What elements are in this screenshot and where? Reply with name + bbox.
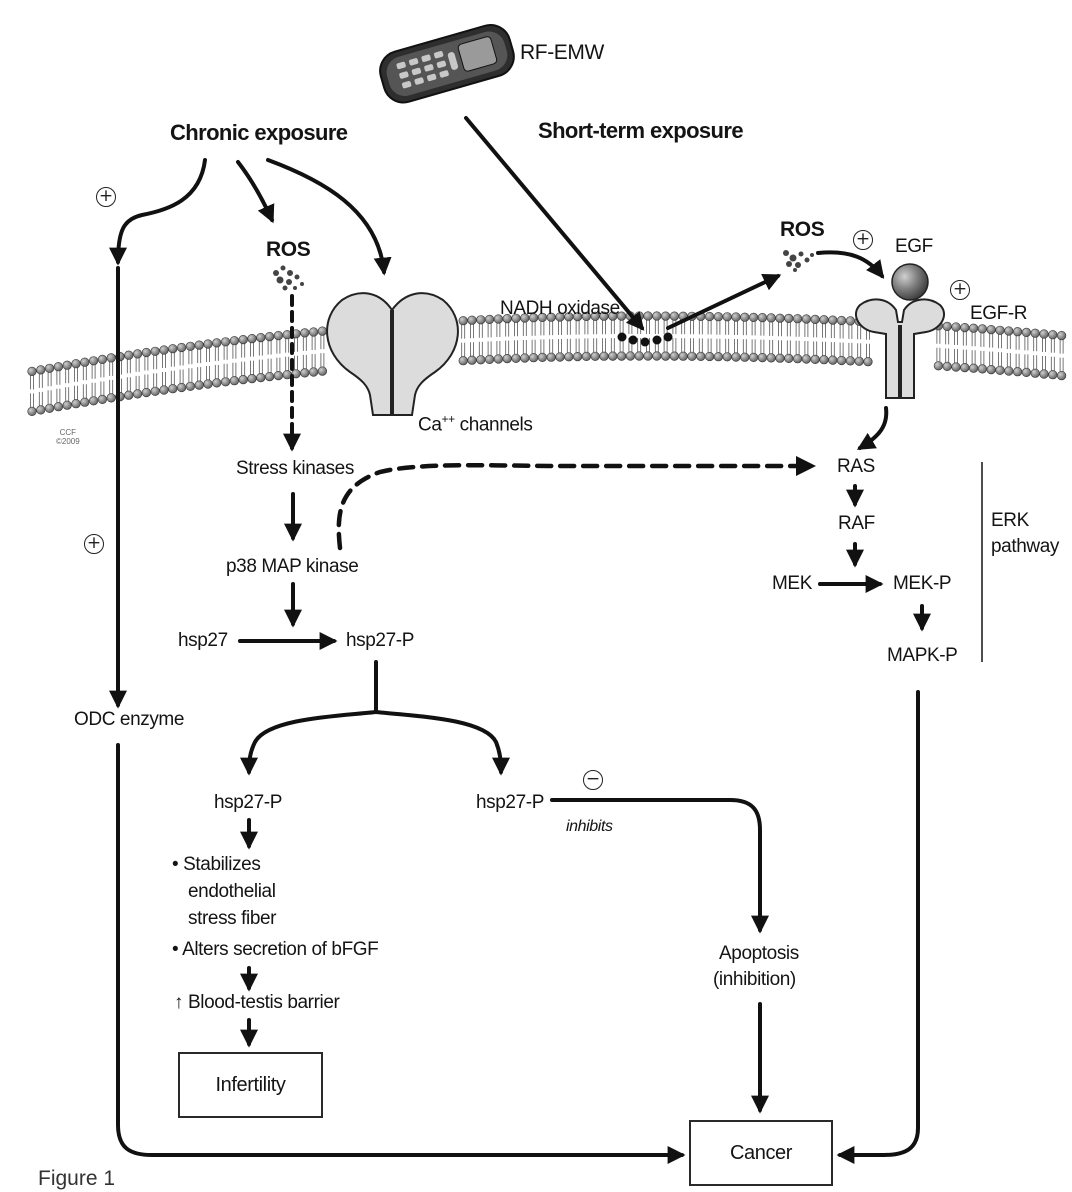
mek-label: MEK [772,573,812,594]
stabilizes-line-1: • Stabilizes [172,854,261,875]
plus-sign-icon: + [96,187,116,207]
mobile-phone-icon [379,24,515,104]
mek-p-label: MEK-P [893,573,952,594]
ros-chronic-label: ROS [266,238,311,261]
plus-sign-icon: + [950,280,970,300]
hsp27-p-right-label: hsp27-P [476,792,544,813]
arrow-mapk-to-cancer [836,690,920,1164]
copyright-mark: CCF©2009 [56,428,80,446]
p38-map-kinase-label: p38 MAP kinase [226,556,359,577]
nadh-oxidase-label: NADH oxidase [500,298,620,319]
ras-label: RAS [837,456,875,477]
cancer-box: Cancer [689,1120,833,1186]
odc-enzyme-label: ODC enzyme [74,709,185,730]
ros-particles-chronic-icon [273,265,304,291]
arrow-chronic-to-left [109,158,207,266]
figure-caption: Figure 1 [38,1167,116,1190]
arrow-egfr-to-ras [856,406,889,450]
apoptosis-label-line-1: Apoptosis [719,943,799,964]
rf-emw-label: RF-EMW [520,41,604,64]
short-term-exposure-label: Short-term exposure [538,118,744,143]
ros-short-term-label: ROS [780,218,825,241]
hsp27-p-left-label: hsp27-P [214,792,282,813]
erk-pathway-label-line-2: pathway [991,536,1059,557]
arrow-branch-right [374,710,510,776]
mapk-p-label: MAPK-P [887,645,958,666]
alters-secretion-label: • Alters secretion of bFGF [172,939,379,960]
arrow-odc-to-cancer [116,743,686,1164]
arrow-chronic-to-ros [236,160,275,224]
arrow-rfemw-to-nadh [464,116,645,331]
stabilizes-line-2: endothelial [188,881,276,902]
apoptosis-label-line-2: (inhibition) [713,969,796,990]
nadh-oxidase-icon [617,332,673,347]
infertility-box: Infertility [178,1052,323,1118]
arrow-nadh-to-ros [666,274,782,330]
hsp27-p-center-label: hsp27-P [346,630,414,651]
egf-label: EGF [895,236,933,257]
egf-receptor-icon [855,263,945,399]
ca-channels-label: Ca++ channels [418,412,533,436]
minus-sign-icon: − [583,770,603,790]
dashed-arrow-p38-to-ras [336,455,817,551]
up-arrow-icon: ↑ [174,992,184,1013]
plus-sign-icon: + [84,534,104,554]
calcium-channel-icon [326,292,459,416]
ros-particles-short-icon [783,250,814,272]
arrow-hsp27p-inhibits-apoptosis [550,798,769,934]
raf-label: RAF [838,513,875,534]
hsp27-label: hsp27 [178,630,228,651]
cell-membrane [27,311,1067,417]
plus-sign-icon: + [853,230,873,250]
blood-testis-barrier-label: ↑ Blood-testis barrier [174,992,340,1013]
arrow-ros-to-egf [816,250,885,279]
chronic-exposure-label: Chronic exposure [170,120,348,145]
stabilizes-line-3: stress fiber [188,908,277,929]
arrow-branch-left [240,710,378,776]
egf-r-label: EGF-R [970,303,1028,324]
egf-ligand-icon [891,263,929,301]
erk-pathway-label-line-1: ERK [991,510,1029,531]
stress-kinases-label: Stress kinases [236,458,354,479]
inhibits-label: inhibits [566,818,613,835]
arrow-chronic-to-ca-channel [266,158,392,276]
